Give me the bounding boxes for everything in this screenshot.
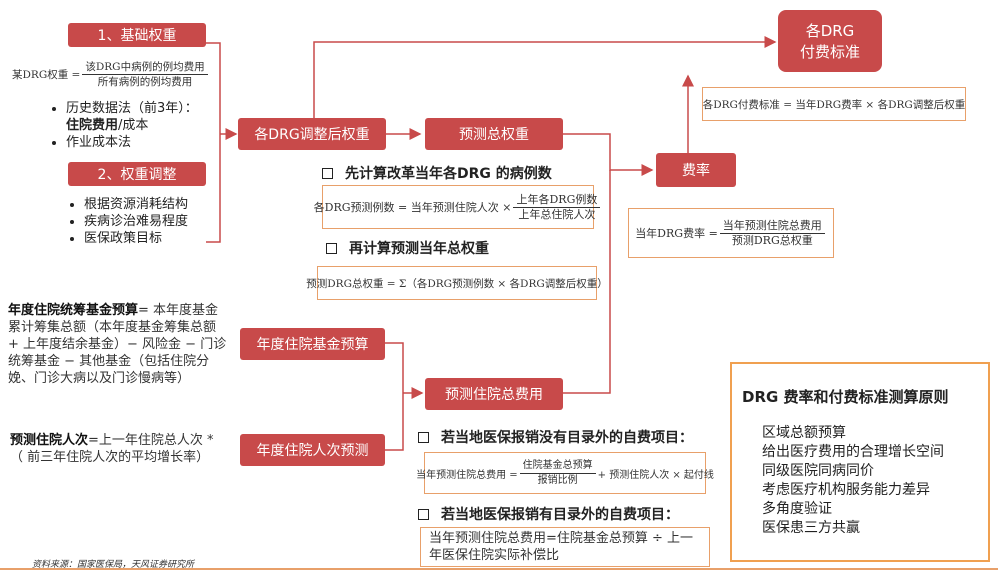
cost-formula: 当年预测住院总费用 = 住院基金总预算 报销比例 + 预测住院人次 × 起付线 <box>416 452 714 494</box>
step2-heading: 再计算预测当年总权重 <box>326 238 489 258</box>
cost-alt-formula: 当年预测住院总费用=住院基金总预算 ÷ 上一年医保住院实际补偿比 <box>420 527 710 567</box>
cost-formula-denominator: 报销比例 <box>537 474 578 486</box>
arrow-adjusted-to-standard <box>313 36 777 118</box>
bracket-inputs <box>385 342 404 451</box>
predicted-total-weight-box: 预测总权重 <box>425 118 563 150</box>
basic-weight-box: 1、基础权重 <box>68 23 206 47</box>
principles-list: 区域总额预算 给出医疗费用的合理增长空间 同级医院同病同价 考虑医疗机构服务能力… <box>762 424 944 538</box>
principles-panel: DRG 费率和付费标准测算原则 区域总额预算 给出医疗费用的合理增长空间 同级医… <box>730 362 990 562</box>
payment-standard-label-2: 付费标准 <box>799 43 860 61</box>
annual-visits-forecast-label: 年度住院人次预测 <box>256 443 369 459</box>
bottom-divider <box>0 568 998 570</box>
weight-formula-numerator: 该DRG中病例的例均费用 <box>82 60 208 75</box>
adjust-factor-item: 医保政策目标 <box>84 230 234 247</box>
adjust-factor-item: 疾病诊治难易程度 <box>84 213 234 230</box>
cases-formula-numerator: 上年各DRG例数 <box>513 193 601 208</box>
adjusted-weight-box: 各DRG调整后权重 <box>238 118 386 150</box>
method-historical-bold: 住院费用 <box>66 118 119 133</box>
case-no-extra-heading: 若当地医保报销没有目录外的自费项目： <box>418 427 693 447</box>
adjust-factor-3: 医保政策目标 <box>84 231 163 246</box>
weight-formula-fraction: 该DRG中病例的例均费用 所有病例的例均费用 <box>82 60 208 89</box>
method-historical: 历史数据法（前3年）： 住院费用/成本 <box>66 100 236 134</box>
adjust-factor-2: 疾病诊治难易程度 <box>84 214 189 229</box>
arrow-cost-to-rate <box>563 170 611 394</box>
weight-formula-denominator: 所有病例的例均费用 <box>97 76 193 88</box>
case-extra-heading: 若当地医保报销有目录外的自费项目： <box>418 504 679 524</box>
rate-box: 费率 <box>656 153 736 187</box>
cases-formula-fraction: 上年各DRG例数 上年总住院人次 <box>513 193 601 222</box>
cost-formula-lhs: 当年预测住院总费用 = <box>416 469 518 481</box>
method-historical-prefix: 历史数据法（前3年）： <box>66 101 198 116</box>
fund-budget-term: 年度住院统筹基金预算 <box>8 303 139 318</box>
basic-weight-methods: 历史数据法（前3年）： 住院费用/成本 作业成本法 <box>50 100 236 151</box>
step1-heading-text: 先计算改革当年各DRG 的病例数 <box>345 166 552 182</box>
rate-formula-fraction: 当年预测住院总费用 预测DRG总权重 <box>719 219 825 248</box>
rate-formula: 当年DRG费率 = 当年预测住院总费用 预测DRG总权重 <box>628 208 834 258</box>
cost-alt-formula-text: 当年预测住院总费用=住院基金总预算 ÷ 上一年医保住院实际补偿比 <box>429 531 694 563</box>
cases-formula-denominator: 上年总住院人次 <box>518 207 596 221</box>
weight-adjust-label: 2、权重调整 <box>97 167 177 183</box>
visits-description: 预测住院人次=上一年住院总人次 *（ 前三年住院人次的平均增长率） <box>10 432 222 466</box>
step1-heading: 先计算改革当年各DRG 的病例数 <box>322 163 552 183</box>
adjust-factors-list: 根据资源消耗结构 疾病诊治难易程度 医保政策目标 <box>68 196 234 247</box>
payment-standard-label-1: 各DRG <box>805 22 855 40</box>
method-activity-cost-label: 作业成本法 <box>66 135 132 150</box>
basic-weight-label: 1、基础权重 <box>97 28 177 44</box>
principle-item: 多角度验证 <box>762 501 832 517</box>
arrow-total-to-rate <box>563 133 654 176</box>
annual-fund-budget-label: 年度住院基金预算 <box>256 337 369 353</box>
principle-item: 考虑医疗机构服务能力差异 <box>762 482 930 498</box>
cost-formula-numerator: 住院基金总预算 <box>519 459 596 474</box>
predicted-total-cost-box: 预测住院总费用 <box>425 378 563 410</box>
fund-budget-description: 年度住院统筹基金预算= 本年度基金累计筹集总额（本年度基金筹集总额 + 上年度结… <box>8 302 230 387</box>
adjust-factor-1: 根据资源消耗结构 <box>84 197 189 212</box>
total-weight-formula: 预测DRG总权重 = Σ（各DRG预测例数 × 各DRG调整后权重） <box>306 266 608 300</box>
predicted-total-weight-label: 预测总权重 <box>459 127 529 143</box>
checkbox-icon <box>418 508 429 520</box>
method-activity-cost: 作业成本法 <box>66 134 236 151</box>
adjust-factor-item: 根据资源消耗结构 <box>84 196 234 213</box>
checkbox-icon <box>326 242 337 254</box>
adjusted-weight-label: 各DRG调整后权重 <box>254 127 370 143</box>
payment-standard-formula-text: 各DRG付费标准 = 当年DRG费率 × 各DRG调整后权重 <box>702 98 966 111</box>
payment-standard-box: 各DRG 付费标准 <box>778 10 882 72</box>
total-weight-formula-text: 预测DRG总权重 = Σ（各DRG预测例数 × 各DRG调整后权重） <box>306 277 608 290</box>
weight-formula-lhs: 某DRG权重 = <box>12 69 81 81</box>
principles-title: DRG 费率和付费标准测算原则 <box>742 388 949 406</box>
payment-standard-formula: 各DRG付费标准 = 当年DRG费率 × 各DRG调整后权重 <box>702 87 966 121</box>
rate-formula-lhs: 当年DRG费率 = <box>635 227 718 240</box>
principle-item: 医保患三方共赢 <box>762 520 860 536</box>
principle-item: 同级医院同病同价 <box>762 463 874 479</box>
principle-item: 区域总额预算 <box>762 425 846 441</box>
rate-label: 费率 <box>682 163 710 179</box>
checkbox-icon <box>322 167 333 179</box>
method-historical-suffix: /成本 <box>118 118 149 133</box>
cases-formula: 各DRG预测例数 = 当年预测住院人次 × 上年各DRG例数 上年总住院人次 <box>314 185 601 229</box>
fund-budget-definition: = 本年度基金累计筹集总额（本年度基金筹集总额 + 上年度结余基金）− 风险金 … <box>8 303 227 386</box>
cost-formula-rhs: + 预测住院人次 × 起付线 <box>597 469 714 481</box>
principle-item: 给出医疗费用的合理增长空间 <box>762 444 944 460</box>
weight-formula: 某DRG权重 = 该DRG中病例的例均费用 所有病例的例均费用 <box>12 60 210 89</box>
predicted-total-cost-label: 预测住院总费用 <box>445 387 543 403</box>
cost-formula-fraction: 住院基金总预算 报销比例 <box>519 459 596 488</box>
cases-formula-lhs: 各DRG预测例数 = 当年预测住院人次 × <box>313 201 512 214</box>
brace-line <box>206 42 221 243</box>
checkbox-icon <box>418 431 429 443</box>
case-extra-heading-text: 若当地医保报销有目录外的自费项目： <box>441 507 679 523</box>
visits-definition: =上一年住院总人次 *（ 前三年住院人次的平均增长率） <box>10 433 214 465</box>
annual-visits-forecast-box: 年度住院人次预测 <box>240 434 385 466</box>
case-no-extra-heading-text: 若当地医保报销没有目录外的自费项目： <box>441 430 693 446</box>
visits-term: 预测住院人次 <box>10 433 89 448</box>
weight-adjust-box: 2、权重调整 <box>68 162 206 186</box>
source-note: 资料来源：国家医保局，天风证券研究所 <box>32 560 195 570</box>
annual-fund-budget-box: 年度住院基金预算 <box>240 328 385 360</box>
rate-formula-numerator: 当年预测住院总费用 <box>719 219 825 234</box>
rate-formula-denominator: 预测DRG总权重 <box>731 233 813 247</box>
step2-heading-text: 再计算预测当年总权重 <box>349 241 489 257</box>
